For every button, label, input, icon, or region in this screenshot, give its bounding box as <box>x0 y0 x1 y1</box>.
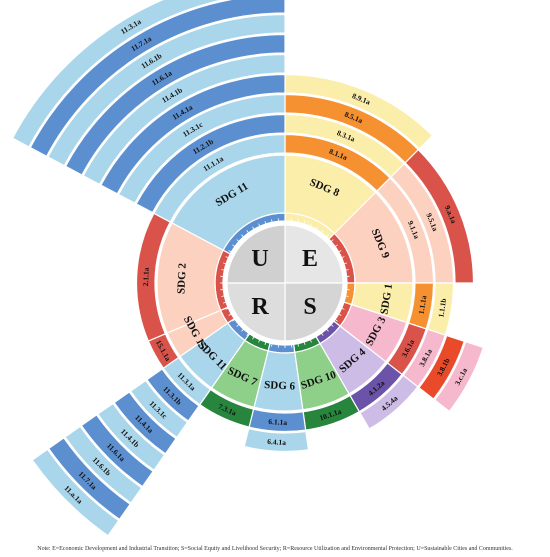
indicator-band <box>80 414 154 488</box>
ring-tick <box>232 244 236 248</box>
ring-tick <box>271 219 273 223</box>
indicator-band <box>153 133 286 223</box>
indicator-band <box>404 148 475 284</box>
ring-tick <box>258 223 261 227</box>
ring-tick <box>252 336 255 340</box>
indicator-label: 6.1.1a <box>268 417 287 427</box>
ring-tick <box>338 313 342 316</box>
ring-tick <box>246 332 250 336</box>
ring-tick <box>223 301 227 304</box>
ring-tick <box>225 256 229 259</box>
ring-tick <box>232 318 236 322</box>
ring-tick <box>236 323 240 327</box>
center-letter: R <box>251 294 269 320</box>
indicator-band <box>29 0 286 158</box>
ring-tick <box>320 230 324 234</box>
ring-tick <box>221 269 225 271</box>
ring-tick <box>223 262 227 265</box>
indicator-band <box>135 113 286 214</box>
indicator-band <box>82 53 286 186</box>
ring-tick <box>228 313 232 316</box>
center-letter: E <box>302 246 318 272</box>
ring-tick <box>297 343 299 347</box>
ring-tick <box>341 307 345 310</box>
ring-tick <box>330 323 334 327</box>
ring-tick <box>264 221 267 225</box>
ring-tick <box>334 318 338 322</box>
indicator-band <box>284 73 434 150</box>
indicator-band <box>117 93 286 205</box>
ring-tick <box>252 226 255 230</box>
ring-tick <box>345 295 349 297</box>
indicator-band <box>11 0 225 148</box>
indicator-band <box>47 13 286 167</box>
indicator-band <box>47 437 131 521</box>
ring-tick <box>246 230 250 234</box>
indicator-band <box>113 391 177 455</box>
ring-tick <box>258 339 261 343</box>
indicator-band <box>146 368 200 422</box>
ring-tick <box>297 219 299 223</box>
ring-tick <box>225 307 229 310</box>
ring-tick <box>330 239 334 243</box>
indicator-band <box>129 379 189 439</box>
indicator-band <box>359 374 419 430</box>
indicator-band <box>100 73 286 195</box>
figure-note: Note: E=Economic Development and Industr… <box>37 546 513 552</box>
center-letter: U <box>251 246 268 272</box>
indicator-band <box>243 427 310 453</box>
ring-tick <box>325 234 329 238</box>
ring-tick <box>241 328 245 332</box>
sdg-label: SDG 1 <box>378 283 395 315</box>
ring-tick <box>315 226 318 230</box>
indicator-label: 6.4.1a <box>267 437 286 447</box>
ring-tick <box>320 332 324 336</box>
indicator-band <box>64 425 143 504</box>
center-quadrant <box>284 282 344 342</box>
ring-tick <box>309 223 312 227</box>
ring-tick <box>343 301 347 304</box>
ring-tick <box>325 328 329 332</box>
ring-tick <box>271 343 273 347</box>
sdg-label: SDG 6 <box>264 379 296 393</box>
indicator-label: 2.1.1a <box>141 267 151 286</box>
ring-tick <box>303 221 306 225</box>
ring-tick <box>309 339 312 343</box>
ring-tick <box>334 244 338 248</box>
ring-tick <box>236 239 240 243</box>
sdg-sector <box>171 154 286 251</box>
indicator-band <box>64 33 286 176</box>
indicator-label: 1.1.1a <box>417 295 429 315</box>
ring-tick <box>264 341 267 345</box>
ring-tick <box>345 269 349 271</box>
ring-tick <box>221 295 225 297</box>
ring-tick <box>303 341 306 345</box>
ring-tick <box>343 262 347 265</box>
indicator-band <box>418 334 466 400</box>
indicator-band <box>433 340 485 413</box>
sdg-label: SDG 2 <box>175 262 188 294</box>
indicator-band <box>31 448 120 537</box>
center-quadrant <box>226 224 286 284</box>
ring-tick <box>228 250 232 253</box>
center-letter: S <box>303 294 316 320</box>
ring-tick <box>315 336 318 340</box>
indicator-band <box>96 402 166 472</box>
ring-tick <box>341 256 345 259</box>
indicator-label: 1.1.1b <box>436 298 448 318</box>
ring-tick <box>338 250 342 253</box>
center-quadrant <box>284 224 344 284</box>
center-quadrant <box>226 282 286 342</box>
ring-tick <box>241 234 245 238</box>
